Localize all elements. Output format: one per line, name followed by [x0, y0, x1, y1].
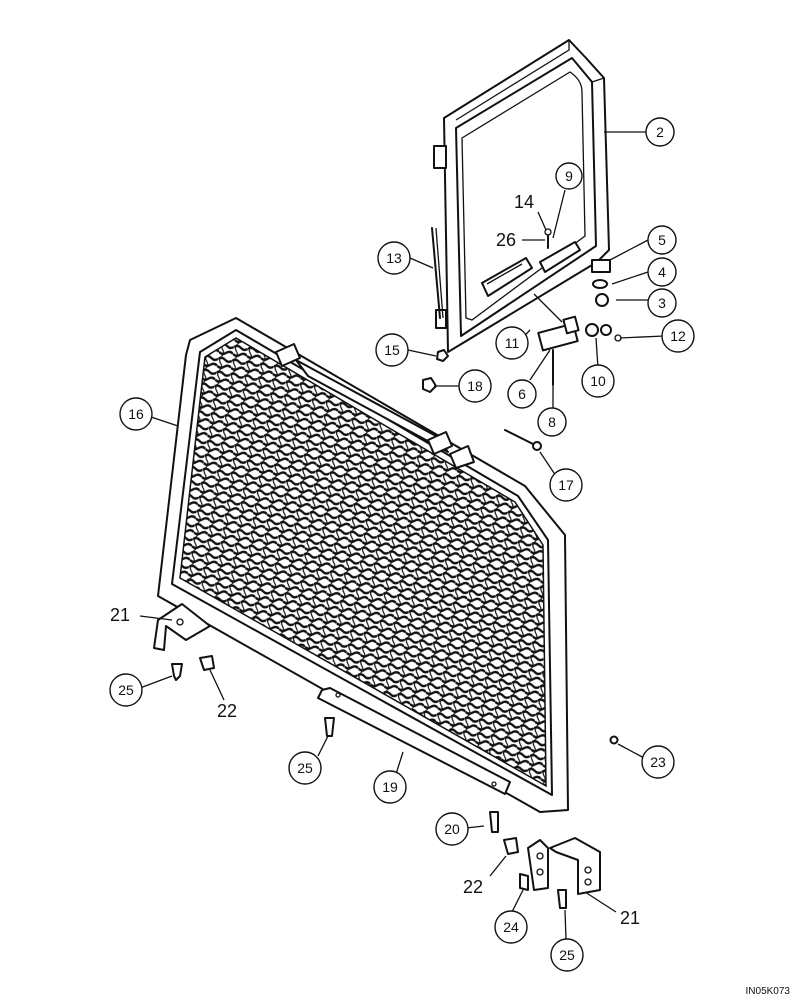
- callout-13: 13: [377, 241, 411, 275]
- callout-2-text: 2: [656, 124, 664, 140]
- callout-11-text: 11: [505, 335, 520, 351]
- callout-25-middle-text: 25: [297, 760, 313, 776]
- nuts: [422, 349, 449, 393]
- callout-19: 19: [373, 770, 407, 804]
- callout-23: 23: [641, 745, 675, 779]
- callout-18: 18: [458, 369, 492, 403]
- hinge-rod: [431, 227, 444, 319]
- label-26: 26: [496, 230, 516, 250]
- door-frame: [433, 39, 610, 353]
- callout-17: 17: [549, 468, 583, 502]
- callout-11: 11: [495, 326, 529, 360]
- label-14: 14: [514, 192, 534, 212]
- callout-10-text: 10: [590, 373, 606, 389]
- leader-lines: [139, 131, 665, 941]
- callout-25-bottom: 25: [550, 938, 584, 972]
- callout-23-text: 23: [650, 754, 666, 770]
- callout-25-middle: 25: [288, 751, 322, 785]
- callout-25-left: 25: [109, 673, 143, 707]
- callout-16-text: 16: [128, 406, 144, 422]
- screen-frame: [157, 317, 569, 813]
- latch-assembly: [533, 228, 622, 386]
- callout-8: 8: [537, 407, 567, 437]
- brackets: [153, 603, 601, 895]
- label-22-lower: 22: [463, 877, 483, 897]
- callout-17-text: 17: [558, 477, 574, 493]
- label-21-left: 21: [110, 605, 130, 625]
- callout-4-text: 4: [658, 264, 666, 280]
- callout-20: 20: [435, 812, 469, 846]
- callout-6: 6: [507, 379, 537, 409]
- callout-12-text: 12: [670, 328, 686, 344]
- callout-9: 9: [555, 162, 583, 190]
- callout-2: 2: [645, 117, 675, 147]
- callout-4: 4: [647, 257, 677, 287]
- callout-16: 16: [119, 397, 153, 431]
- callout-24-text: 24: [503, 919, 519, 935]
- callout-8-text: 8: [548, 414, 556, 430]
- callout-25-left-text: 25: [118, 682, 134, 698]
- callout-3-text: 3: [658, 295, 666, 311]
- callout-12: 12: [661, 319, 695, 353]
- callout-9-text: 9: [565, 168, 573, 184]
- callout-25-bottom-text: 25: [559, 947, 575, 963]
- callout-20-text: 20: [444, 821, 460, 837]
- bolts: [171, 655, 619, 909]
- callout-3: 3: [647, 288, 677, 318]
- callout-24: 24: [494, 910, 528, 944]
- callout-6-text: 6: [518, 386, 526, 402]
- document-code: IN05K073: [746, 986, 791, 997]
- mounting-strip: [317, 687, 511, 795]
- pin: [504, 429, 542, 451]
- label-22-upper: 22: [217, 701, 237, 721]
- callout-10: 10: [581, 364, 615, 398]
- label-21-right: 21: [620, 908, 640, 928]
- callout-19-text: 19: [382, 779, 398, 795]
- callout-15: 15: [375, 333, 409, 367]
- callout-18-text: 18: [467, 378, 483, 394]
- callout-5-text: 5: [658, 232, 666, 248]
- callout-5: 5: [647, 225, 677, 255]
- callout-15-text: 15: [384, 342, 400, 358]
- callout-13-text: 13: [386, 250, 402, 266]
